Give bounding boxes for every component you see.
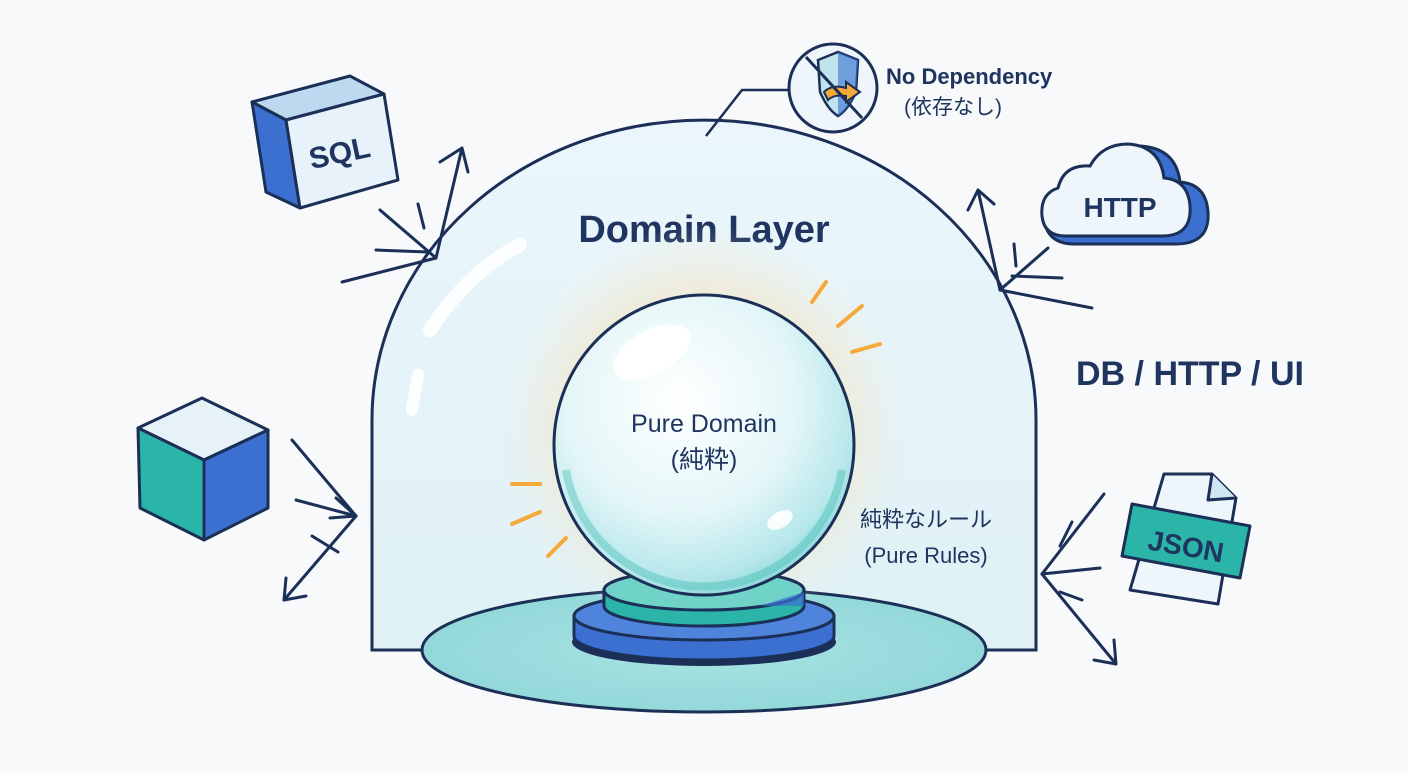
http-label: HTTP xyxy=(1083,192,1156,223)
cloud-icon: HTTP xyxy=(1040,142,1210,246)
json-arrows xyxy=(1040,492,1118,666)
http-arrows xyxy=(966,188,1094,310)
sql-arrows xyxy=(340,146,470,284)
glow-rays xyxy=(510,280,882,558)
core-label-line2: (純粋) xyxy=(671,446,738,474)
pure-domain-sphere: Pure Domain (純粋) xyxy=(552,293,856,597)
no-dependency-line2: (依存なし) xyxy=(904,96,1002,119)
shield-no-dependency-icon xyxy=(787,42,879,134)
no-dependency-line1: No Dependency xyxy=(886,64,1053,89)
pure-rules-line1: 純粋なルール xyxy=(860,507,992,532)
no-dependency-callout: No Dependency (依存なし) xyxy=(705,42,1053,137)
outside-dependencies-label: DB / HTTP / UI xyxy=(1076,355,1304,393)
json-file-icon: JSON xyxy=(1120,472,1252,606)
core-label-line1: Pure Domain xyxy=(631,410,777,438)
cube-icon xyxy=(136,396,270,542)
sql-box-icon: SQL xyxy=(250,74,400,210)
cube-arrows xyxy=(282,438,358,602)
pure-rules-line2: (Pure Rules) xyxy=(864,543,987,568)
